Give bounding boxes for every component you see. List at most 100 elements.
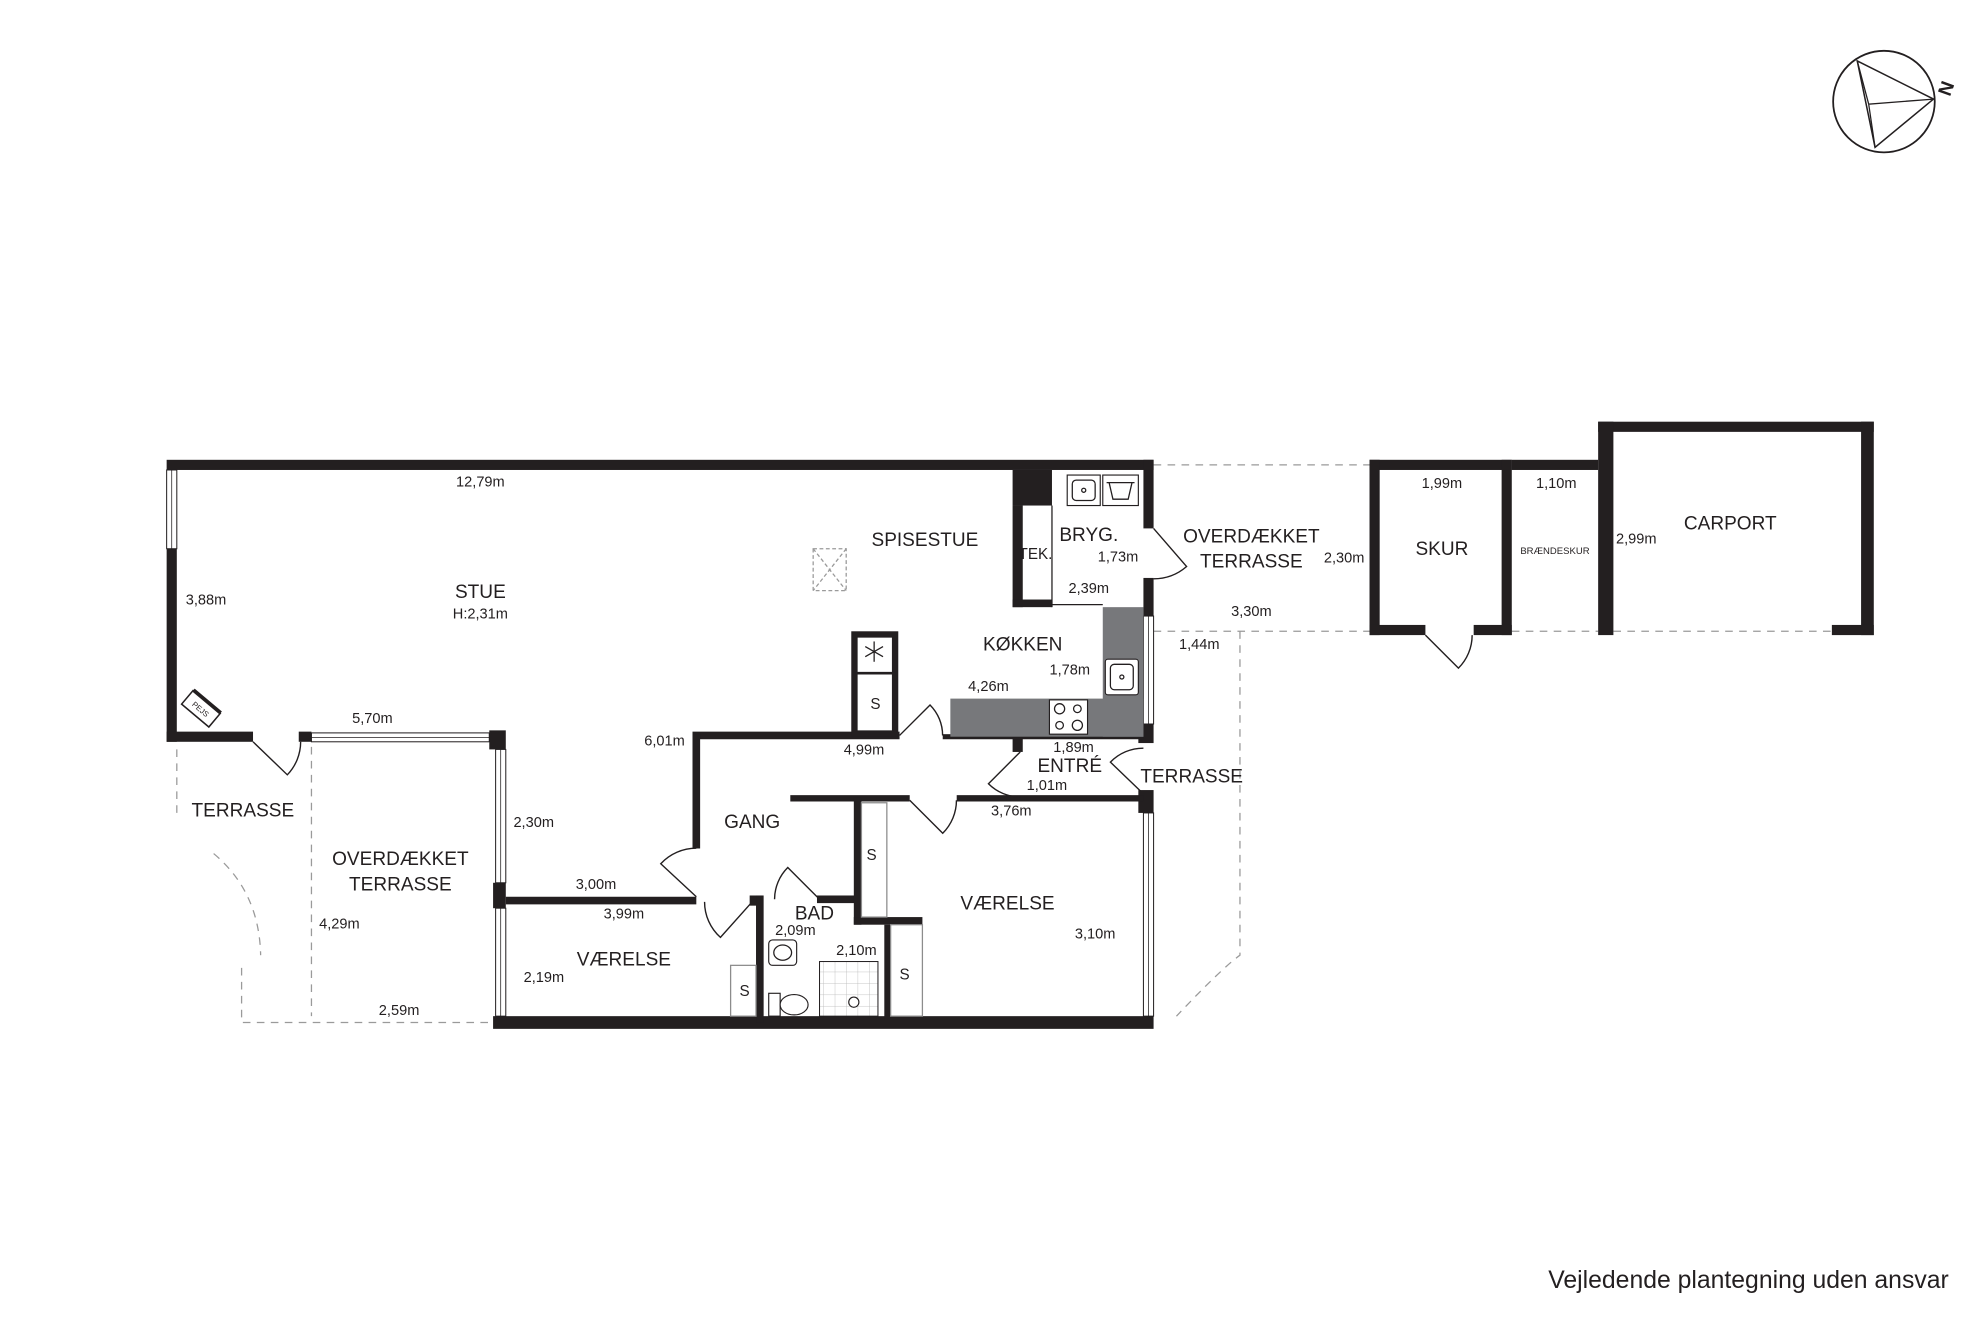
outdoor-outlines	[176, 464, 1832, 1024]
skur-wall-south-a	[1369, 624, 1426, 636]
wall-stue-south-stub	[298, 731, 312, 742]
doors	[252, 527, 1188, 939]
door-bryg-terrace	[1153, 527, 1188, 580]
dim-entre-width: 1,89m	[1053, 740, 1094, 756]
dim-overdaekket-west-width: 2,59m	[379, 1003, 420, 1019]
label-overdaekket-north-1: OVERDÆKKET	[1183, 526, 1320, 547]
dim-koekken-width: 4,26m	[968, 679, 1009, 695]
shower-icon	[819, 961, 879, 1017]
skylight-frame	[812, 548, 847, 592]
wall-gang-north	[692, 731, 900, 740]
dim-overdaekket-west-length: 4,29m	[319, 917, 360, 933]
dim-gang-top: 4,99m	[844, 743, 885, 759]
wall-east-bryg	[1143, 459, 1154, 529]
label-overdaekket-west-1: OVERDÆKKET	[332, 849, 469, 870]
label-vaerelse-west: VÆRELSE	[577, 949, 671, 970]
closet-bad	[729, 964, 757, 1017]
fireplace-back	[192, 688, 222, 715]
dim-vaerelse-west-width: 3,99m	[604, 906, 645, 922]
door-bad	[773, 866, 821, 900]
stove-burner	[1072, 704, 1082, 714]
label-braendeskur: BRÆNDESKUR	[1520, 546, 1589, 557]
compass-needle-inner	[1856, 60, 1934, 148]
wall-vaerelse-east-west	[853, 797, 862, 925]
dim-terrasse-north-height: 2,30m	[1324, 551, 1365, 567]
room-labels: STUE H:2,31m SPISESTUE TEK. BRYG. KØKKEN…	[192, 514, 1777, 971]
wall-vaerelse-west-north	[505, 896, 697, 905]
counter-south	[950, 698, 1144, 737]
dim-vaerelse-west-depth: 2,19m	[524, 970, 565, 986]
door-vaerelse-west	[703, 901, 753, 939]
wall-east-upper	[1143, 577, 1154, 617]
label-closet-freezer: S	[870, 696, 880, 713]
freezer-cabinet	[851, 631, 899, 737]
label-spisestue: SPISESTUE	[871, 530, 978, 551]
label-stue-height: H:2,31m	[453, 607, 508, 623]
north-arrow-icon: N	[1832, 49, 1959, 154]
dim-bad-depth: 2,10m	[836, 943, 877, 959]
carport-walls	[1598, 421, 1874, 636]
label-tek: TEK.	[1019, 546, 1053, 563]
label-overdaekket-north-2: TERRASSE	[1200, 552, 1303, 573]
compass-north-label: N	[1935, 79, 1959, 99]
dim-bad-width: 2,09m	[775, 923, 816, 939]
wall-tek-south	[1012, 599, 1052, 608]
skylight-cross	[812, 548, 847, 592]
utility-sink-drain	[1081, 487, 1087, 493]
sink-icon	[1104, 658, 1139, 696]
dim-koekken-depth: 1,78m	[1049, 663, 1090, 679]
dim-gang-wall: 3,00m	[576, 877, 617, 893]
wall-vaerelse-east-north-a	[790, 795, 910, 802]
label-closet-vaerelse-east-south: S	[900, 967, 910, 984]
fireplace-icon: PEJS	[180, 688, 222, 729]
dim-stue-south: 5,70m	[352, 711, 393, 727]
wall-bad-west	[756, 895, 764, 1023]
wall-entre-stub	[1012, 736, 1023, 752]
label-terrasse-west: TERRASSE	[192, 801, 295, 822]
dim-skur-width: 1,99m	[1422, 476, 1463, 492]
wall-closet-north	[853, 917, 923, 925]
wall-south	[493, 1016, 1154, 1029]
dim-carport-depth: 2,99m	[1616, 532, 1657, 548]
wall-west	[166, 548, 177, 742]
washing-machine-tub	[1106, 482, 1135, 500]
door-stue-terrace	[252, 741, 302, 776]
toilet-tank	[768, 992, 781, 1017]
stove-burner	[1071, 719, 1084, 731]
terrace-west-curve	[213, 853, 262, 956]
dim-stue-length: 12,79m	[456, 475, 505, 491]
compass-ring	[1832, 49, 1936, 154]
label-gang: GANG	[724, 812, 780, 833]
dim-bryg-width: 2,39m	[1069, 581, 1110, 597]
door-vaerelse-east	[909, 799, 958, 835]
terrace-east-edge	[1175, 631, 1241, 1017]
wall-corner-stue	[489, 730, 506, 750]
label-terrasse-east: TERRASSE	[1140, 766, 1243, 787]
washing-machine-body	[1102, 474, 1139, 507]
dim-terrasse-north-width: 3,30m	[1231, 604, 1272, 620]
dim-stue-depth: 3,88m	[186, 593, 227, 609]
washing-machine-icon	[1102, 474, 1139, 507]
label-carport: CARPORT	[1684, 514, 1777, 535]
label-closet-vaerelse-east: S	[867, 847, 877, 864]
dim-vaerelse-east-depth: 3,10m	[1075, 927, 1116, 943]
toilet-bowl	[779, 993, 809, 1016]
dim-spisestue-depth: 6,01m	[644, 734, 685, 750]
disclaimer: Vejledende plantegning uden ansvar	[1548, 1267, 1948, 1294]
house-walls	[166, 459, 1155, 1029]
shower-drain	[848, 996, 860, 1008]
wall-north	[166, 459, 1154, 470]
wall-vaerelse-east-north-b	[956, 795, 1144, 802]
stove-burner	[1053, 703, 1066, 715]
label-koekken: KØKKEN	[983, 634, 1062, 655]
label-skur: SKUR	[1415, 539, 1468, 560]
dimension-labels: 12,79m 3,88m 5,70m 6,01m 4,99m 4,26m 1,7…	[186, 475, 1657, 1019]
kitchen-fixtures	[851, 474, 1144, 737]
door-entre-terrace	[1109, 747, 1144, 795]
carport-wall-south-stub	[1831, 624, 1874, 636]
dim-braendeskur-width: 1,10m	[1536, 476, 1577, 492]
closet-labels: S S S S	[739, 696, 909, 1000]
door-entre-inner	[987, 751, 1021, 798]
snowflake-arm	[864, 645, 884, 658]
wall-stue-south-west	[166, 731, 254, 742]
